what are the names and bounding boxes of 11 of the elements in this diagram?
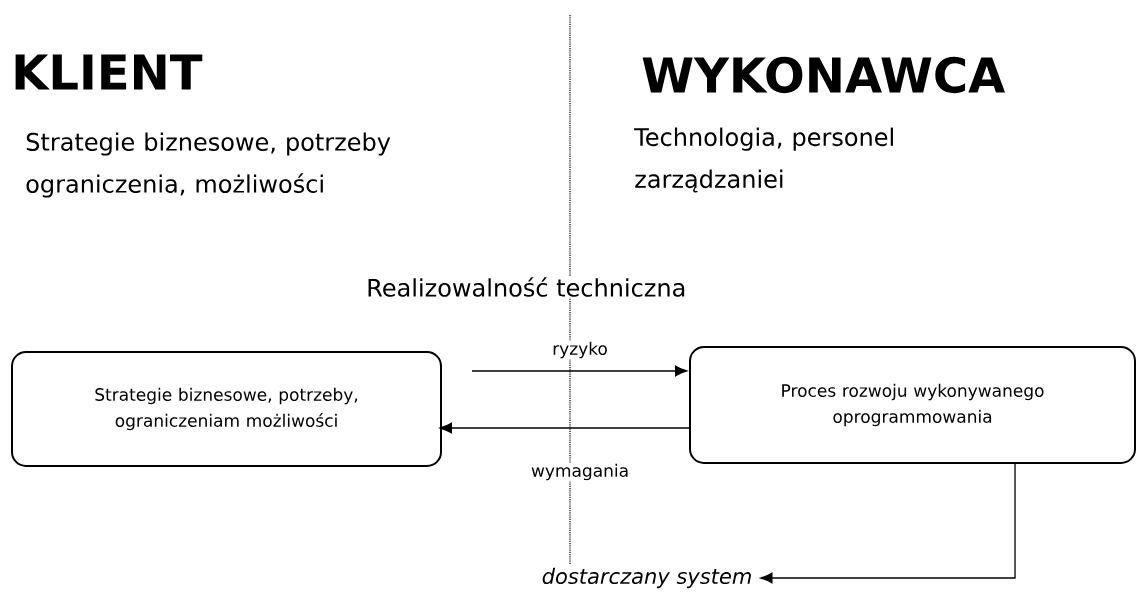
process-box: Proces rozwoju wykonywanego oprogrammowania <box>689 346 1136 464</box>
heading: KLIENT <box>15 54 203 90</box>
description-text: Strategie biznesowe, potrzeby ograniczenia, możliwości <box>26 132 391 198</box>
heading: WYKONAWCA <box>642 56 1006 94</box>
arrow <box>760 463 1016 584</box>
process-box: Strategie biznesowe, potrzeby, ograniczeniam możliwości <box>11 351 442 467</box>
section-label: Realizowalność techniczna <box>365 276 688 298</box>
description-text: Technologia, personel zarządzaniei <box>634 127 893 193</box>
arrow <box>439 422 690 434</box>
output-label: dostarczany system <box>542 567 751 589</box>
arrow <box>471 365 688 377</box>
